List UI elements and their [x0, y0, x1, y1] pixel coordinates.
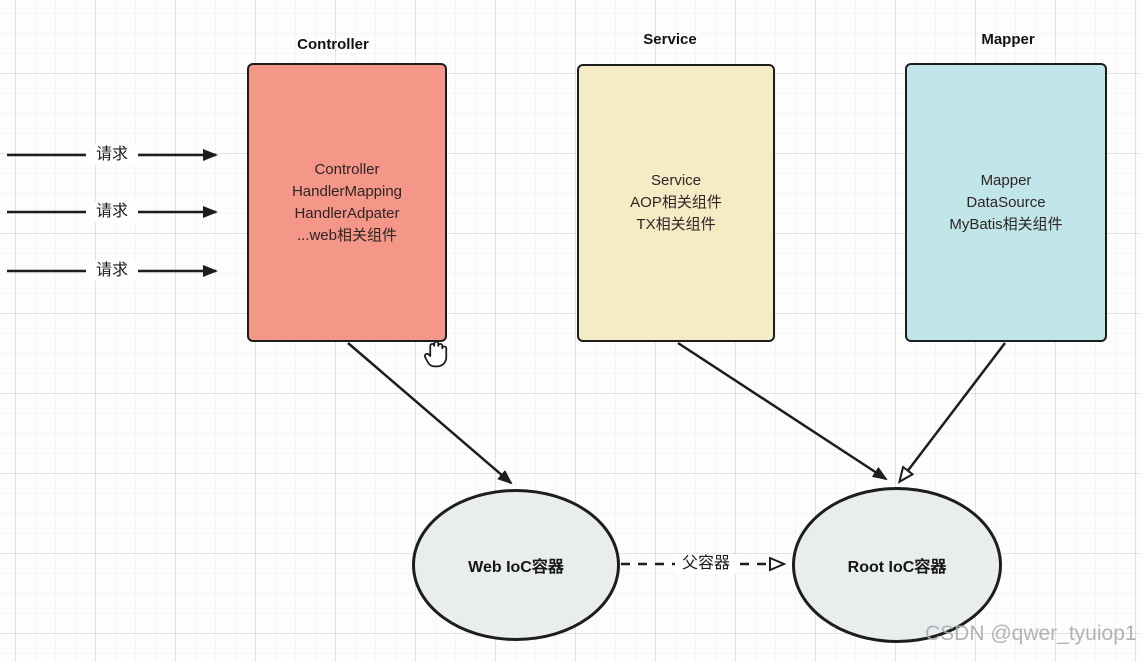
mapper-box-line: Mapper: [980, 171, 1032, 189]
root-ioc-container-label: Root IoC容器: [847, 559, 947, 576]
controller-box-title: Controller: [297, 36, 369, 53]
edge-controller-to-web-ioc: [347, 342, 513, 485]
controller-box-line: Controller: [314, 160, 380, 178]
mapper-box-line: DataSource: [966, 193, 1046, 211]
web-ioc-container-ellipse: Web IoC容器: [412, 489, 620, 641]
csdn-watermark: CSDN @qwer_tyuiop1: [925, 622, 1137, 645]
request-arrow-label-1: 请求: [86, 145, 138, 165]
edge-mapper-to-root-ioc: [900, 342, 1006, 481]
parent-container-edge-label: 父容器: [675, 554, 737, 574]
controller-box-line: ...web相关组件: [296, 226, 397, 244]
root-ioc-container-ellipse: Root IoC容器: [792, 487, 1002, 643]
service-box-line: Service: [650, 172, 702, 189]
controller-box-text: Controller HandlerMapping HandlerAdpater…: [292, 159, 402, 247]
mapper-box-line: MyBatis相关组件: [949, 215, 1063, 233]
request-arrow-label-3: 请求: [86, 261, 138, 281]
service-box-text: Service AOP相关组件 TX相关组件: [630, 170, 722, 236]
service-box-line: AOP相关组件: [630, 194, 722, 211]
mapper-box: Mapper DataSource MyBatis相关组件: [905, 63, 1107, 342]
controller-box: Controller HandlerMapping HandlerAdpater…: [247, 63, 447, 342]
controller-box-line: HandlerMapping: [291, 182, 403, 200]
service-box: Service AOP相关组件 TX相关组件: [577, 64, 775, 342]
mapper-box-text: Mapper DataSource MyBatis相关组件: [949, 170, 1062, 236]
controller-box-line: HandlerAdpater: [294, 204, 400, 222]
service-box-title: Service: [643, 31, 697, 48]
service-box-line: TX相关组件: [636, 216, 716, 233]
request-arrow-label-2: 请求: [86, 202, 138, 222]
web-ioc-container-label: Web IoC容器: [468, 559, 564, 576]
edge-service-to-root-ioc: [677, 341, 888, 481]
mapper-box-title: Mapper: [981, 31, 1035, 48]
